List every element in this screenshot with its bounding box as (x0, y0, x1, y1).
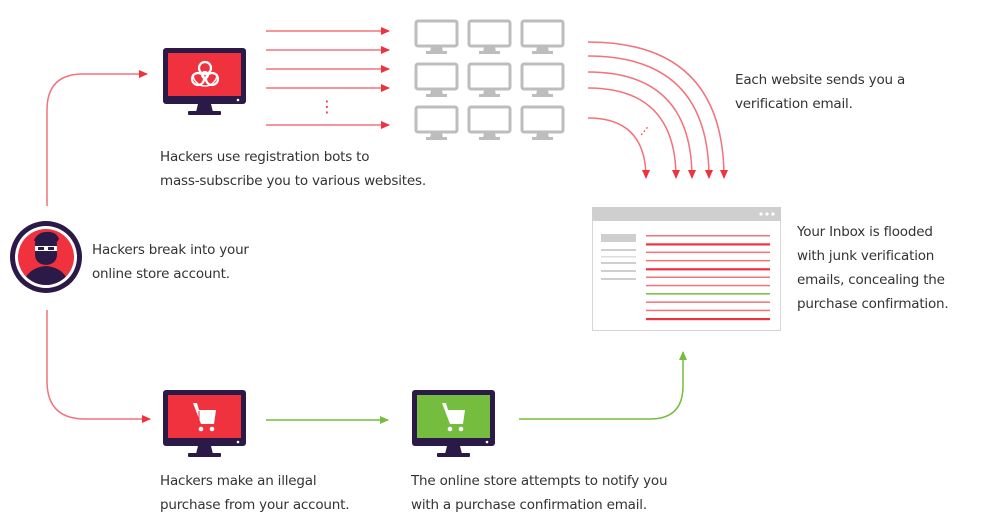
junk-email-row (646, 276, 770, 278)
junk-email-row (646, 318, 770, 321)
caption-purchase: Hackers make an illegal purchase from yo… (160, 469, 349, 517)
verification-arrow (587, 117, 650, 179)
junk-email-row (646, 235, 770, 237)
junk-email-row (646, 243, 770, 246)
verification-arrow (587, 71, 696, 179)
junk-email-row (646, 301, 770, 303)
arrow-to-purchase (46, 310, 151, 423)
website-monitor-icon (414, 62, 459, 97)
junk-email-row (646, 251, 770, 254)
inbox-sidebar-block (601, 234, 636, 242)
verification-arrow (587, 41, 728, 179)
junk-email-row (646, 259, 770, 262)
caption-line: Hackers use registration bots to (160, 149, 370, 165)
website-monitor-grid-icon (414, 19, 565, 140)
caption-line: purchase from your account. (160, 497, 350, 513)
website-monitor-icon (414, 105, 459, 140)
caption-bots: Hackers use registration bots to mass-su… (160, 145, 426, 193)
caption-notify: The online store attempts to notify you … (411, 469, 668, 517)
caption-line: emails, concealing the (797, 272, 945, 288)
verification-arrows-ellipsis: ⋮ (636, 122, 654, 140)
website-monitor-icon (467, 105, 512, 140)
website-monitor-icon (467, 62, 512, 97)
website-monitor-icon (520, 19, 565, 54)
caption-line: verification email. (735, 96, 853, 112)
verification-email-arrows (587, 41, 728, 179)
caption-break-in: Hackers break into your online store acc… (92, 238, 249, 286)
hacker-avatar-icon (10, 221, 82, 293)
website-monitor-icon (520, 105, 565, 140)
caption-line: purchase confirmation. (797, 296, 949, 312)
caption-line: online store account. (92, 266, 230, 282)
caption-line: with junk verification (797, 248, 935, 264)
junk-email-row (646, 284, 770, 287)
website-monitor-icon (520, 62, 565, 97)
inbox-email-rows (646, 235, 770, 321)
bot-arrows-ellipsis: ⋮ (319, 97, 335, 116)
junk-email-row (646, 309, 770, 312)
caption-line: Each website sends you a (735, 72, 906, 88)
arrow-to-inbox (519, 351, 687, 420)
verification-arrow (587, 55, 713, 179)
cart-monitor-red-icon (163, 390, 246, 457)
verification-arrow (587, 87, 680, 179)
junk-email-row (646, 268, 770, 271)
caption-websites: Each website sends you a verification em… (735, 68, 905, 116)
caption-line: Your Inbox is flooded (797, 224, 933, 240)
inbox-window-icon (592, 207, 781, 331)
caption-line: Hackers break into your (92, 242, 249, 258)
caption-line: mass-subscribe you to various websites. (160, 173, 426, 189)
confirmation-email-row (646, 293, 770, 295)
caption-line: Hackers make an illegal (160, 473, 317, 489)
caption-line: with a purchase confirmation email. (411, 497, 647, 513)
cart-monitor-green-icon (412, 390, 495, 457)
caption-line: The online store attempts to notify you (411, 473, 668, 489)
website-monitor-icon (414, 19, 459, 54)
bot-arrows (266, 27, 390, 129)
caption-inbox: Your Inbox is flooded with junk verifica… (797, 220, 949, 316)
biohazard-monitor-icon (163, 48, 246, 115)
arrow-to-bots (46, 70, 148, 206)
website-monitor-icon (467, 19, 512, 54)
